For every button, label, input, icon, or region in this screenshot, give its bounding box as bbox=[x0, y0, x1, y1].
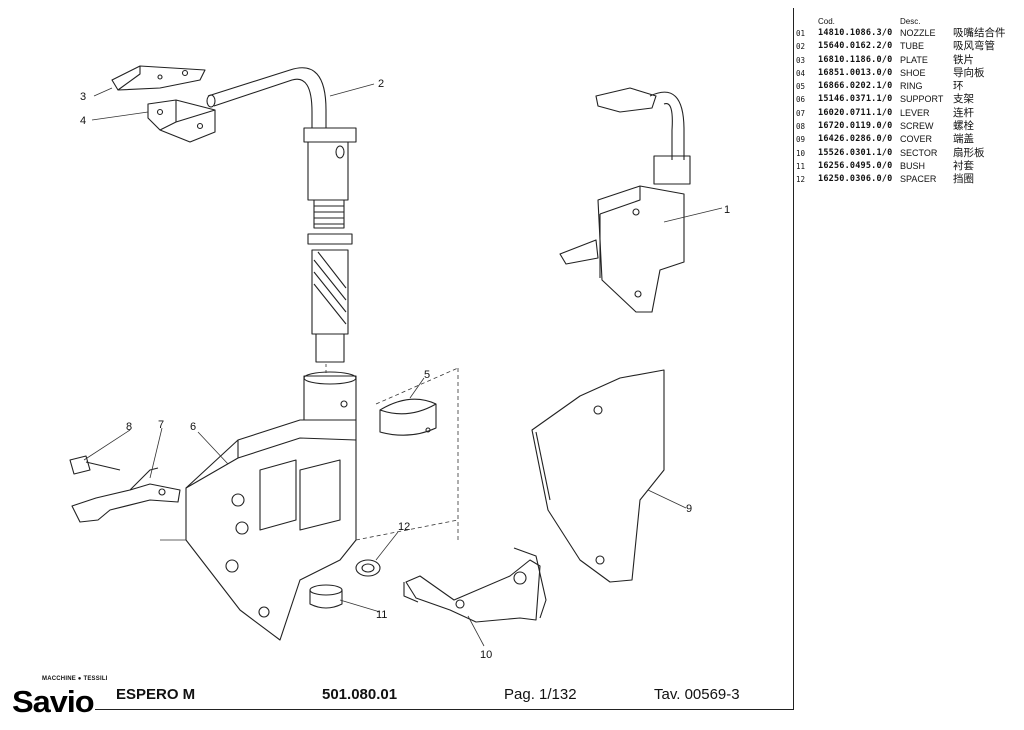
part-chinese-name: 衬套 bbox=[953, 159, 974, 172]
part-number: 09 bbox=[796, 135, 806, 145]
part-code: 16426.0286.0/0 bbox=[818, 134, 893, 145]
part-chinese-name: 连杆 bbox=[953, 106, 974, 119]
model-name: ESPERO M bbox=[116, 686, 196, 703]
part-chinese-name: 支架 bbox=[953, 93, 974, 106]
part-number: 02 bbox=[796, 42, 806, 52]
part-chinese-name: 环 bbox=[953, 80, 964, 93]
part-number: 04 bbox=[796, 68, 806, 78]
part-spacer bbox=[355, 559, 381, 577]
savio-logo: Savio bbox=[12, 684, 95, 719]
part-chinese-name: 导向板 bbox=[953, 66, 985, 79]
part-code: 15146.0371.1/0 bbox=[818, 94, 893, 105]
part-code: 16020.0711.1/0 bbox=[818, 107, 893, 118]
part-description: SCREW bbox=[900, 121, 934, 132]
part-number: 10 bbox=[796, 148, 806, 158]
frame-divider bbox=[793, 8, 794, 710]
callout-7: 7 bbox=[158, 419, 164, 431]
part-code: 16866.0202.1/0 bbox=[818, 81, 893, 92]
part-description: SPACER bbox=[900, 174, 937, 185]
page-number: Pag. 1/132 bbox=[504, 686, 577, 703]
callout-3: 3 bbox=[80, 91, 86, 103]
part-description: SHOE bbox=[900, 67, 926, 78]
callout-6: 6 bbox=[190, 421, 196, 433]
part-description: TUBE bbox=[900, 41, 925, 52]
part-description: SUPPORT bbox=[900, 94, 944, 105]
callout-9: 9 bbox=[686, 503, 692, 515]
part-description: PLATE bbox=[900, 54, 928, 65]
callout-12: 12 bbox=[398, 521, 410, 533]
part-description: BUSH bbox=[900, 160, 926, 171]
parts-table-header: Cod. Desc. bbox=[796, 14, 1022, 27]
parts-table-row: 06 15146.0371.1/0 SUPPORT 支架 bbox=[796, 93, 1022, 106]
part-number: 12 bbox=[796, 175, 806, 185]
part-plate bbox=[111, 65, 206, 91]
part-tube bbox=[206, 67, 357, 363]
part-nozzle bbox=[559, 87, 691, 313]
part-code: 16720.0119.0/0 bbox=[818, 121, 893, 132]
part-chinese-name: 螺栓 bbox=[953, 120, 974, 133]
callout-4: 4 bbox=[80, 115, 86, 127]
brand-tagline: MACCHINE ● TESSILI bbox=[42, 676, 108, 682]
parts-table-row: 09 16426.0286.0/0 COVER 端盖 bbox=[796, 133, 1022, 146]
part-code: 15640.0162.2/0 bbox=[818, 41, 893, 52]
reference-number: 501.080.01 bbox=[322, 686, 398, 703]
part-screw bbox=[69, 455, 121, 475]
frame-bottom-line bbox=[95, 709, 794, 710]
column-desc: Desc. bbox=[900, 17, 921, 26]
part-support bbox=[185, 371, 357, 641]
part-code: 14810.1086.3/0 bbox=[818, 28, 893, 38]
callout-11: 11 bbox=[376, 609, 387, 621]
part-description: COVER bbox=[900, 134, 933, 145]
part-sector bbox=[403, 547, 547, 623]
table-number: Tav. 00569-3 bbox=[654, 686, 740, 703]
part-number: 08 bbox=[796, 122, 806, 132]
part-chinese-name: 端盖 bbox=[953, 133, 974, 146]
part-description: RING bbox=[900, 81, 923, 92]
parts-table-row: 12 16250.0306.0/0 SPACER 挡圈 bbox=[796, 173, 1022, 186]
parts-table-row: 04 16851.0013.0/0 SHOE 导向板 bbox=[796, 67, 1022, 80]
part-number: 05 bbox=[796, 82, 806, 92]
part-number: 03 bbox=[796, 55, 806, 65]
parts-table-rows: 01 14810.1086.3/0 NOZZLE 吸嘴结合件 02 15640.0162.… bbox=[796, 27, 1022, 187]
parts-table-row: 05 16866.0202.1/0 RING 环 bbox=[796, 80, 1022, 93]
part-description: LEVER bbox=[900, 107, 930, 118]
parts-table-row: 10 15526.0301.1/0 SECTOR 扇形板 bbox=[796, 147, 1022, 160]
part-code: 16256.0495.0/0 bbox=[818, 160, 893, 171]
callout-8: 8 bbox=[126, 421, 132, 433]
callout-1: 1 bbox=[724, 204, 730, 216]
part-number: 11 bbox=[796, 161, 806, 171]
part-ring bbox=[379, 398, 437, 436]
parts-table-row: 03 16810.1186.0/0 PLATE 铁片 bbox=[796, 54, 1022, 67]
part-cover bbox=[531, 369, 665, 583]
part-number: 07 bbox=[796, 108, 806, 118]
part-code: 16250.0306.0/0 bbox=[818, 174, 893, 185]
part-code: 15526.0301.1/0 bbox=[818, 147, 893, 158]
part-chinese-name: 吸嘴结合件 bbox=[953, 27, 1006, 39]
part-lever bbox=[71, 467, 181, 523]
parts-table-row: 07 16020.0711.1/0 LEVER 连杆 bbox=[796, 107, 1022, 120]
parts-table-row: 01 14810.1086.3/0 NOZZLE 吸嘴结合件 bbox=[796, 27, 1022, 40]
part-chinese-name: 铁片 bbox=[953, 53, 974, 66]
part-number: 01 bbox=[796, 29, 806, 38]
parts-table-row: 02 15640.0162.2/0 TUBE 吸风弯管 bbox=[796, 40, 1022, 53]
part-number: 06 bbox=[796, 95, 806, 105]
part-chinese-name: 挡圈 bbox=[953, 173, 974, 186]
part-code: 16851.0013.0/0 bbox=[818, 67, 893, 78]
part-chinese-name: 吸风弯管 bbox=[953, 40, 995, 53]
part-shoe bbox=[147, 99, 216, 143]
column-code: Cod. bbox=[818, 17, 835, 26]
callout-10: 10 bbox=[480, 649, 492, 661]
part-description: NOZZLE bbox=[900, 28, 936, 38]
parts-table-row: 08 16720.0119.0/0 SCREW 螺栓 bbox=[796, 120, 1022, 133]
part-chinese-name: 扇形板 bbox=[953, 146, 985, 159]
part-description: SECTOR bbox=[900, 147, 938, 158]
callout-2: 2 bbox=[378, 78, 384, 90]
parts-table-row: 11 16256.0495.0/0 BUSH 衬套 bbox=[796, 160, 1022, 173]
part-code: 16810.1186.0/0 bbox=[818, 54, 893, 65]
callout-5: 5 bbox=[424, 369, 430, 381]
part-bush bbox=[309, 584, 343, 609]
